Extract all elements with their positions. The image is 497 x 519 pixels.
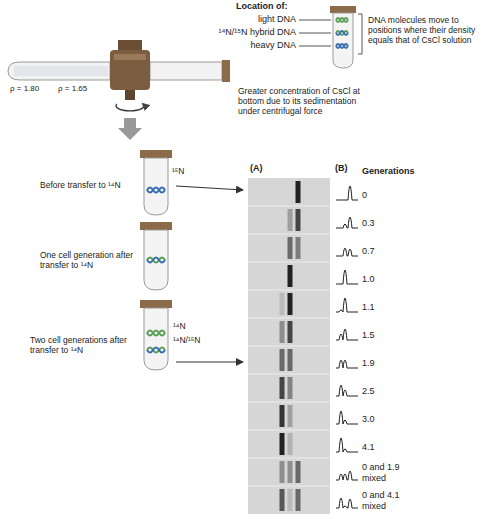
rotor-highlight <box>114 54 146 60</box>
gel-image <box>248 178 330 514</box>
heavy-dna <box>147 188 165 193</box>
generation-value: 1.9 <box>362 358 375 369</box>
light-dna <box>336 18 348 22</box>
hybrid-dna <box>336 31 348 35</box>
density-tube <box>299 6 362 68</box>
bracket <box>358 14 362 54</box>
isotope-label: ¹⁵N <box>172 166 185 176</box>
hybrid-dna <box>147 348 165 353</box>
tube-body <box>333 13 353 68</box>
down-arrow <box>118 118 142 140</box>
stage-label: Two cell generations after transfer to ¹… <box>30 335 136 355</box>
generation-value: 1.1 <box>362 302 375 313</box>
generation-value: 1.5 <box>362 330 375 341</box>
generation-value: 0 and 4.1 mixed <box>362 490 412 512</box>
centrifuge <box>8 40 230 140</box>
band-label: ¹⁴N/¹⁵N hybrid DNA <box>196 27 296 38</box>
stage-label: Before transfer to ¹⁴N <box>40 180 136 190</box>
leader-line <box>299 33 331 34</box>
light-dna <box>147 331 165 336</box>
tube-body <box>144 158 168 215</box>
leader-line <box>299 20 331 21</box>
leader-line <box>299 46 331 47</box>
note-text: DNA molecules move to positions where th… <box>368 15 492 46</box>
hybrid-dna <box>147 258 165 263</box>
tube-series <box>140 150 243 370</box>
density-traces <box>336 186 358 508</box>
tube-cap <box>140 222 172 230</box>
generation-value: 3.0 <box>362 414 375 425</box>
generation-value: 0 <box>362 190 367 201</box>
tube-cap <box>140 300 172 308</box>
generation-value: 0.7 <box>362 246 375 257</box>
generation-value: 4.1 <box>362 442 375 453</box>
stage-label: One cell generation after transfer to ¹⁴… <box>40 250 136 270</box>
heading-label: Location of: <box>236 1 288 12</box>
heavy-dna <box>336 44 348 48</box>
density-value: ρ = 1.65 <box>58 84 87 94</box>
rotor-tube <box>8 62 110 80</box>
density-value: ρ = 1.80 <box>10 84 39 94</box>
rotation-arrow <box>116 104 144 111</box>
column-heading: Generations <box>362 166 415 177</box>
gel-bands <box>280 181 301 511</box>
note-text: Greater concentration of CsCl at bottom … <box>238 86 363 117</box>
generation-value: 0.3 <box>362 218 375 229</box>
hybrid-dna <box>147 348 165 353</box>
pointer-arrow <box>176 361 243 362</box>
panel-letter: (A) <box>250 163 263 174</box>
tube-cap <box>222 60 230 82</box>
light-dna <box>336 18 348 22</box>
generation-value: 1.0 <box>362 274 375 285</box>
pointer-arrow <box>176 186 243 190</box>
generation-value: 0 and 1.9 mixed <box>362 462 412 484</box>
band-label: heavy DNA <box>196 40 296 51</box>
generation-value: 2.5 <box>362 386 375 397</box>
gel-background <box>248 178 330 514</box>
panel-letter: (B) <box>335 163 348 174</box>
heavy-dna <box>147 188 165 193</box>
light-dna <box>147 331 165 336</box>
isotope-label: ¹⁴N <box>173 321 186 331</box>
rotor-hub <box>110 50 150 90</box>
hybrid-dna <box>147 258 165 263</box>
tube-cap <box>330 6 356 13</box>
isotope-label: ¹⁴N/¹⁵N <box>173 335 200 345</box>
heavy-dna <box>336 44 348 48</box>
tube-body <box>144 230 168 290</box>
tube-cap <box>140 150 172 158</box>
tube-solution <box>14 66 108 76</box>
tube-body <box>144 308 168 370</box>
hybrid-dna <box>336 31 348 35</box>
rotor-tube <box>150 62 222 80</box>
band-label: light DNA <box>196 14 296 25</box>
row-dividers <box>248 206 330 486</box>
rotor-shaft <box>125 90 135 100</box>
